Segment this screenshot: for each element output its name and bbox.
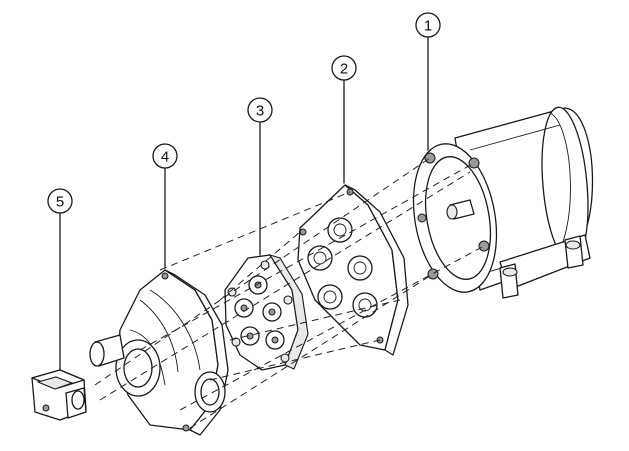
callout-4: 4: [152, 143, 178, 269]
pressure-switch: [31, 369, 87, 421]
diaphragm-assembly: [224, 254, 309, 371]
callout-1-number: 1: [424, 18, 432, 35]
valve-plate: [297, 184, 409, 356]
callout-2-circle: [331, 55, 357, 81]
callout-2-number: 2: [340, 61, 348, 78]
callout-2: 2: [331, 55, 357, 184]
callout-3-circle: [247, 97, 273, 123]
callout-3: 3: [247, 97, 273, 256]
callout-5-circle: [47, 188, 73, 214]
pump-head: [89, 269, 229, 436]
callout-3-number: 3: [256, 103, 264, 120]
callout-1-circle: [415, 12, 441, 38]
motor: [412, 106, 594, 299]
assembly-lines: [94, 157, 485, 429]
callout-4-number: 4: [161, 149, 169, 166]
callout-5-number: 5: [56, 194, 64, 211]
callout-5: 5: [47, 188, 73, 371]
callout-1: 1: [415, 12, 441, 151]
callout-4-circle: [152, 143, 178, 169]
